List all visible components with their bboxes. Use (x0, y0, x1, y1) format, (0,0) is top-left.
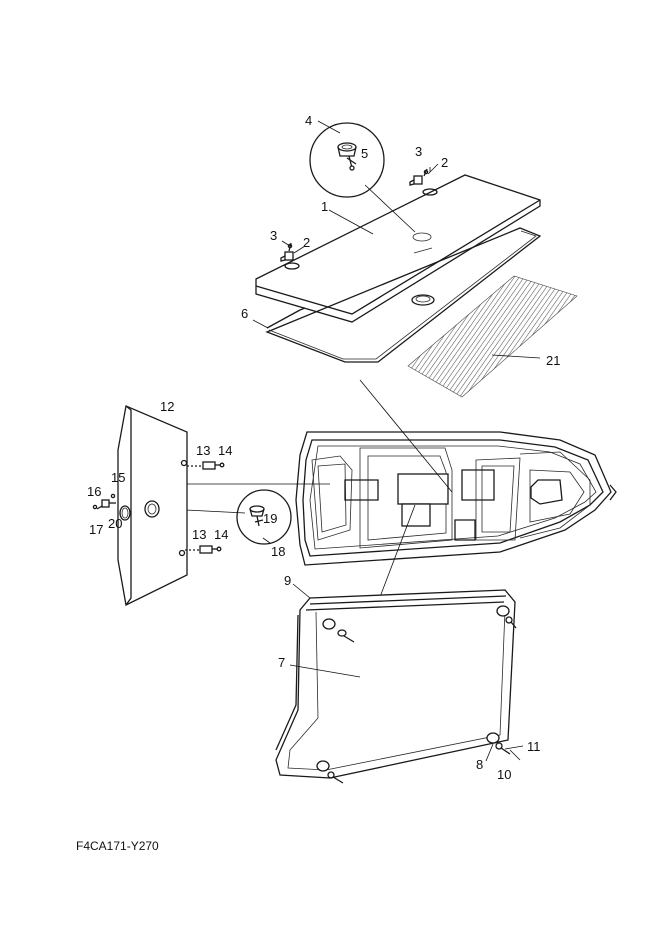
callout-7: 7 (278, 655, 285, 670)
hinge-bracket-lower (280, 242, 294, 262)
callout-14: 14 (214, 527, 228, 542)
detail-circle-drain-cup (236, 489, 292, 545)
callout-13: 13 (192, 527, 206, 542)
callout-6: 6 (241, 306, 248, 321)
callout-1: 1 (321, 199, 328, 214)
callout-16: 16 (87, 484, 101, 499)
hatch-lid (255, 174, 541, 323)
callout-13: 13 (196, 443, 210, 458)
latch-upper (187, 461, 225, 470)
gasket-seal (265, 227, 542, 363)
callout-4: 4 (305, 113, 312, 128)
callout-19: 19 (263, 511, 277, 526)
latch-lower (185, 545, 222, 554)
diagram-code: F4CA171-Y270 (76, 839, 159, 853)
deck-mat (407, 275, 578, 398)
fastener-set (92, 493, 160, 521)
callout-12: 12 (160, 399, 174, 414)
callout-17: 17 (89, 522, 103, 537)
callout-18: 18 (271, 544, 285, 559)
callout-3: 3 (270, 228, 277, 243)
callout-5: 5 (361, 146, 368, 161)
callout-2: 2 (441, 155, 448, 170)
callout-10: 10 (497, 767, 511, 782)
hinge-bracket-upper (409, 168, 429, 186)
callout-20: 20 (108, 516, 122, 531)
callout-2: 2 (303, 235, 310, 250)
boat-hull-top-view (295, 431, 617, 566)
callout-14: 14 (218, 443, 232, 458)
detail-circle-cup-holder (309, 122, 385, 198)
callout-3: 3 (415, 144, 422, 159)
callout-11: 11 (527, 739, 541, 754)
callout-21: 21 (546, 353, 560, 368)
callout-8: 8 (476, 757, 483, 772)
side-panel (275, 589, 517, 784)
callout-15: 15 (111, 470, 125, 485)
callout-9: 9 (284, 573, 291, 588)
